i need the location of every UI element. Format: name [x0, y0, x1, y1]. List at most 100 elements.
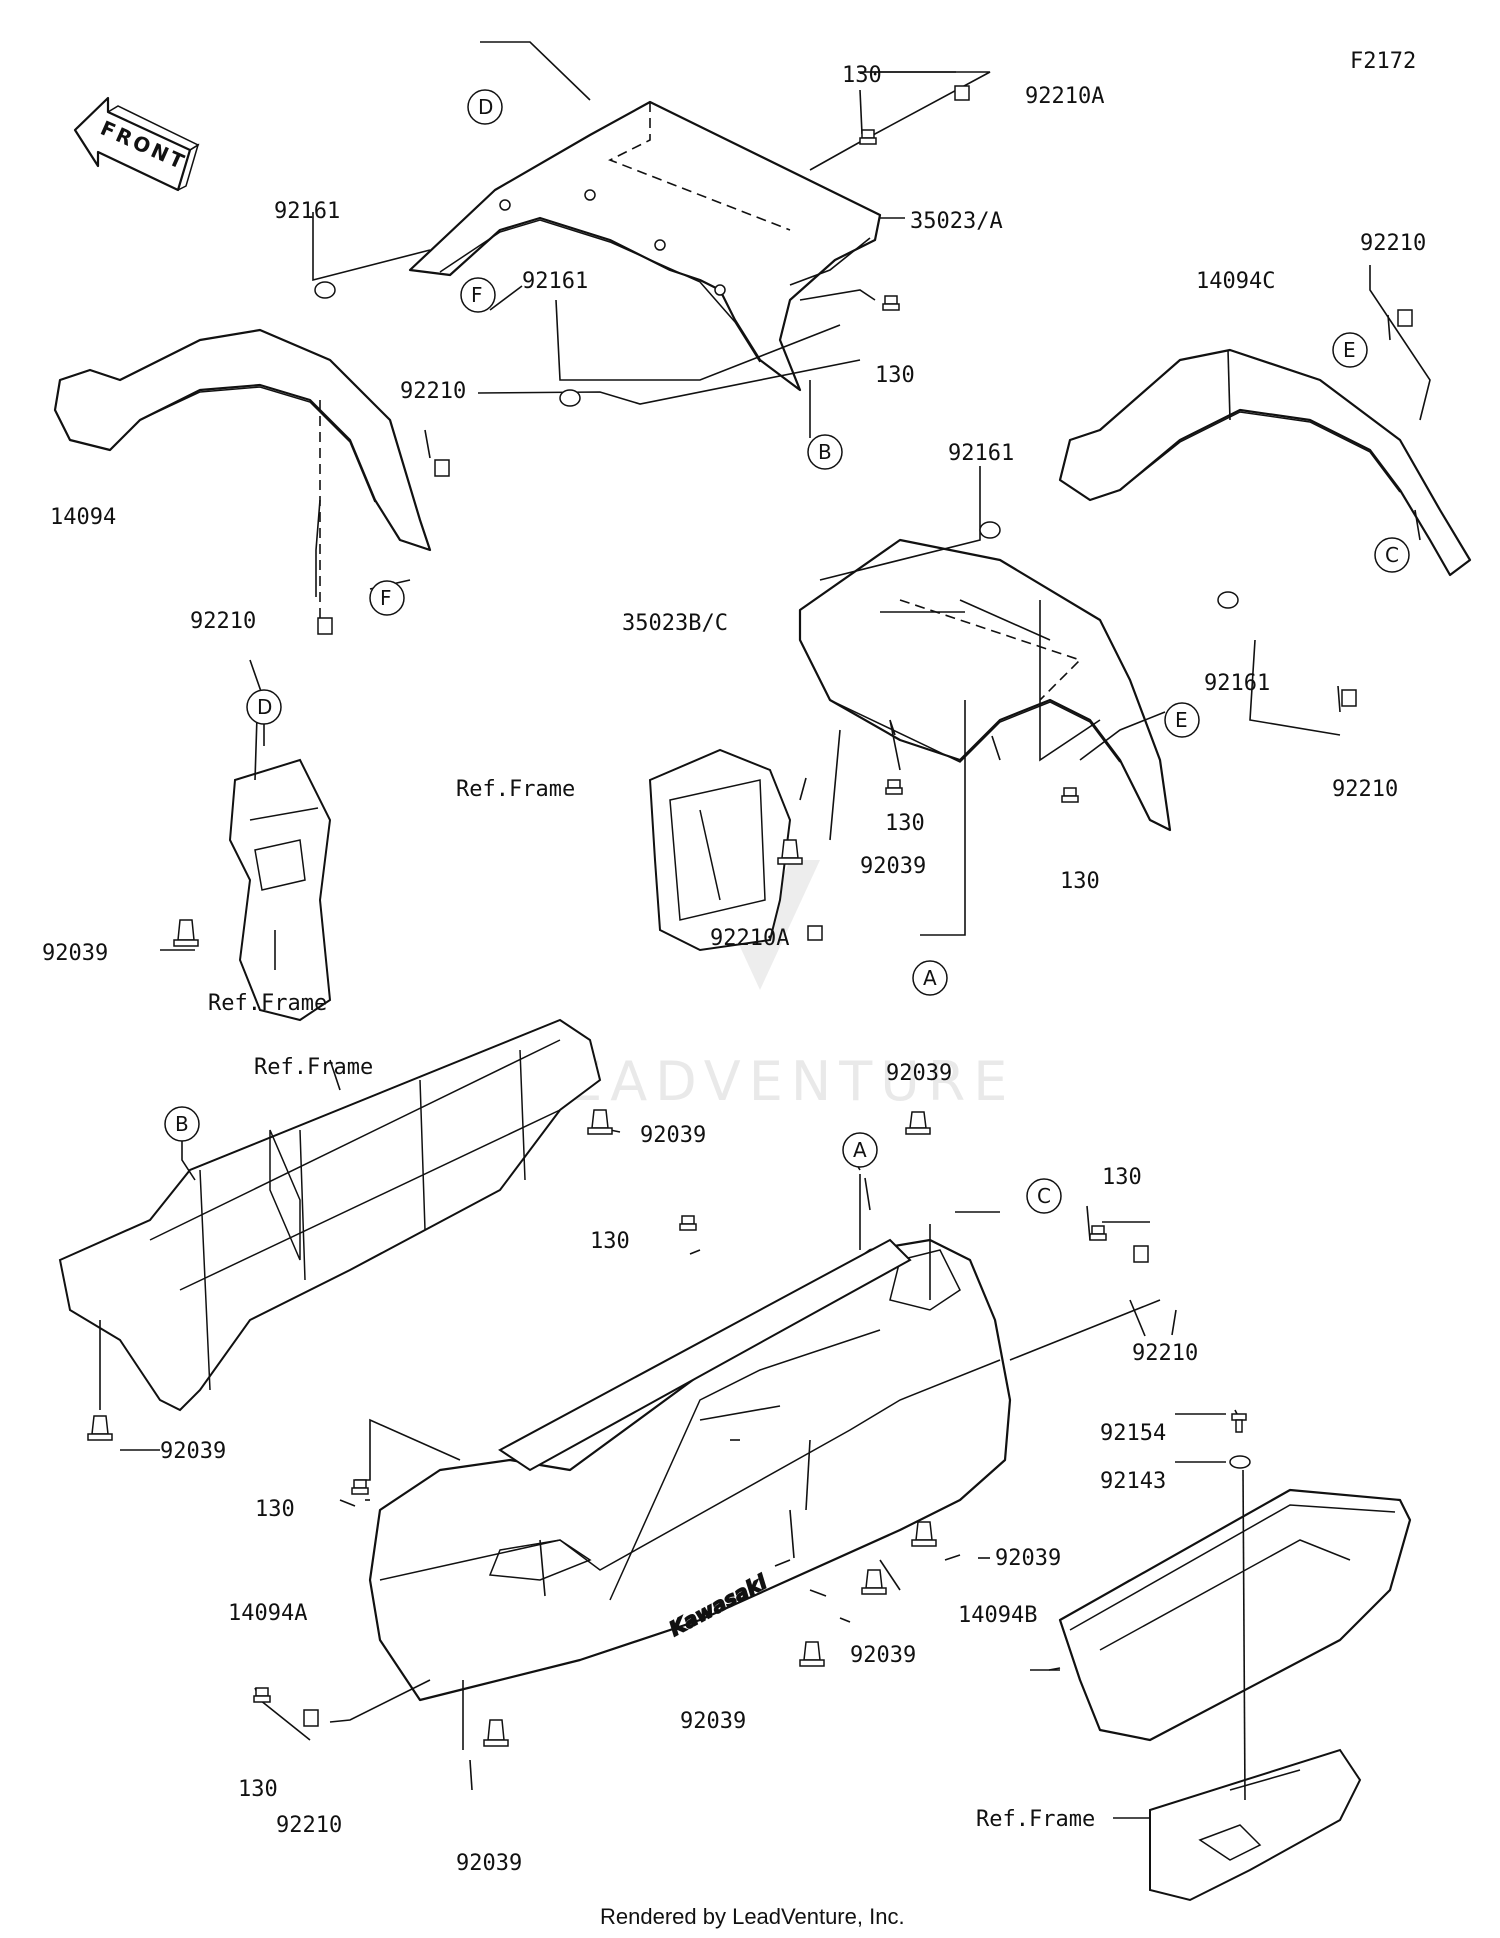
footer-credit: Rendered by LeadVenture, Inc.: [600, 1904, 905, 1929]
clip-nut-icon: [1397, 309, 1413, 327]
diagram-id: F2172: [1350, 49, 1416, 74]
label-92210a: 92210A: [710, 926, 789, 951]
svg-text:E: E: [1175, 708, 1188, 732]
svg-text:C: C: [1385, 543, 1399, 567]
label-130: 130: [1060, 869, 1100, 894]
label-92210: 92210: [1132, 1341, 1198, 1366]
label-130: 130: [875, 363, 915, 388]
callout-f-bottom: F: [369, 580, 405, 616]
screw-icon: [679, 1215, 697, 1231]
label-92161: 92161: [522, 269, 588, 294]
label-92039: 92039: [456, 1851, 522, 1876]
svg-text:B: B: [175, 1112, 189, 1136]
label-14094a: 14094A: [228, 1601, 307, 1626]
svg-text:D: D: [478, 95, 493, 119]
label-92210: 92210: [400, 379, 466, 404]
label-ref-frame: Ref.Frame: [254, 1055, 373, 1080]
label-92210: 92210: [276, 1813, 342, 1838]
label-92161: 92161: [1204, 671, 1270, 696]
leader-lines: [99, 41, 1431, 1819]
rivet-icon: [905, 1111, 931, 1135]
label-14094: 14094: [50, 505, 116, 530]
part-labels: 130 92210A 35023/A 92161 92161 130 92210…: [42, 63, 1426, 1876]
clip-nut-icon: [807, 925, 823, 941]
frame-detail-center: [648, 748, 792, 952]
clip-nut-icon: [303, 1709, 319, 1727]
svg-text:C: C: [1037, 1184, 1051, 1208]
callout-d-left: D: [246, 689, 282, 725]
frame-detail-left: [228, 758, 332, 1022]
label-92039: 92039: [42, 941, 108, 966]
label-92210a: 92210A: [1025, 84, 1104, 109]
screw-icon: [859, 129, 877, 145]
label-130: 130: [1102, 1165, 1142, 1190]
fender-14094: [53, 328, 432, 620]
callout-b-top: B: [807, 434, 843, 470]
screw-icon: [882, 295, 900, 311]
clip-nut-icon: [434, 459, 450, 477]
frame-detail-bottom-right: [1149, 1748, 1362, 1902]
label-92143: 92143: [1100, 1469, 1166, 1494]
label-92210: 92210: [190, 609, 256, 634]
fender-35023bc: [798, 538, 1172, 832]
callouts: D F B F E C E D A B A C: [164, 89, 1410, 1214]
label-92161: 92161: [948, 441, 1014, 466]
label-130: 130: [590, 1229, 630, 1254]
storage-box-14094b: [1058, 1488, 1412, 1742]
label-92039: 92039: [160, 1439, 226, 1464]
label-92039: 92039: [886, 1061, 952, 1086]
callout-b-left: B: [164, 1106, 200, 1142]
bumper-14094a: Kawasaki: [368, 1238, 1012, 1702]
callout-c-bumper: C: [1026, 1178, 1062, 1214]
hardware-icons: [87, 85, 1413, 1747]
label-14094b: 14094B: [958, 1603, 1037, 1628]
label-130: 130: [885, 811, 925, 836]
label-92161: 92161: [274, 199, 340, 224]
clip-nut-icon: [1133, 1245, 1149, 1263]
label-ref-frame: Ref.Frame: [456, 777, 575, 802]
label-130: 130: [842, 63, 882, 88]
label-92210: 92210: [1360, 231, 1426, 256]
callout-a-mid: A: [912, 960, 948, 996]
label-130: 130: [255, 1497, 295, 1522]
screw-icon: [351, 1479, 369, 1495]
label-92039: 92039: [850, 1643, 916, 1668]
grommet-icon: [979, 521, 1001, 539]
callout-e-mid: E: [1164, 702, 1200, 738]
label-35023a: 35023/A: [910, 209, 1003, 234]
callout-e-top: E: [1332, 332, 1368, 368]
grommet-icon: [314, 281, 336, 299]
callout-d-top: D: [467, 89, 503, 125]
label-92039: 92039: [680, 1709, 746, 1734]
fender-14094c: [1058, 348, 1472, 577]
watermark-text: LEADVENTURE: [530, 1050, 1015, 1113]
label-ref-frame: Ref.Frame: [976, 1807, 1095, 1832]
washer-icon: [1229, 1455, 1251, 1469]
svg-text:F: F: [471, 283, 483, 307]
rivet-icon: [911, 1521, 937, 1547]
rivet-icon: [777, 839, 803, 865]
svg-text:A: A: [853, 1138, 867, 1162]
rivet-icon: [587, 1109, 613, 1135]
svg-text:E: E: [1343, 338, 1356, 362]
screw-icon: [1231, 1413, 1247, 1433]
screw-icon: [885, 779, 903, 795]
label-14094c: 14094C: [1196, 269, 1275, 294]
grommet-icon: [559, 389, 581, 407]
main-frame: [58, 1018, 602, 1412]
front-arrow-icon: FRONT: [73, 96, 200, 192]
svg-text:F: F: [380, 586, 392, 610]
label-35023bc: 35023B/C: [622, 611, 728, 636]
screw-icon: [1089, 1225, 1107, 1241]
clip-nut-icon: [317, 617, 333, 635]
label-130: 130: [238, 1777, 278, 1802]
label-92039: 92039: [860, 854, 926, 879]
rivet-icon: [861, 1569, 887, 1595]
label-92210: 92210: [1332, 777, 1398, 802]
fender-35023a: [408, 100, 882, 392]
grommet-icon: [1217, 591, 1239, 609]
label-92154: 92154: [1100, 1421, 1166, 1446]
svg-text:A: A: [923, 966, 937, 990]
